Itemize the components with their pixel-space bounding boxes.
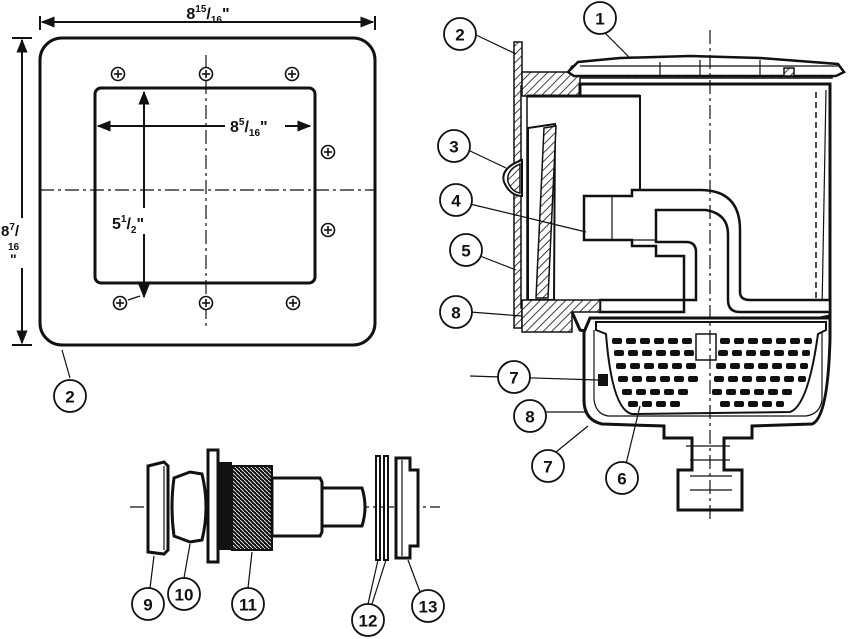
svg-text:8: 8 [451,304,460,323]
svg-text:2: 2 [455,26,464,45]
plate-width-unit: " [222,6,230,23]
callout-face-plate-section: 2 [443,17,477,51]
svg-text:1: 1 [595,10,604,29]
opening-height-whole: 5 [112,216,121,233]
opening-height-num: 1 [121,214,127,225]
opening-width-num: 5 [239,117,245,128]
opening-width-unit: " [260,119,268,136]
plate-width-whole: 8 [186,6,195,23]
opening-height-unit: " [136,216,144,233]
callout-equalizer: 4 [439,183,473,217]
callout-nut: 10 [167,577,201,611]
screw-bottom-left-icon [112,295,128,311]
opening-height-dimension: 51/2" [110,90,156,299]
callout-cap: 9 [131,587,165,621]
callout-weir: 5 [449,233,483,267]
callout-gasket-lower: 8 [513,399,547,433]
part-threaded-body [231,465,273,551]
equalizer-pipe [582,188,832,314]
plate-height-unit: " [10,251,17,267]
svg-text:12: 12 [359,612,378,631]
svg-text:4: 4 [451,192,461,211]
screw-bottom-right-icon [285,295,301,311]
callout-face-plate: 2 [53,379,87,413]
screw-right-lower-icon [320,222,336,238]
part-gasket-b [383,455,389,561]
plate-width-num: 15 [195,4,207,15]
screw-top-right-icon [284,66,300,82]
svg-text:9: 9 [143,596,152,615]
screw-right-upper-icon [320,144,336,160]
screw-bottom-center-icon [198,295,214,311]
plate-height-num: 7 [9,222,15,233]
callout-basket: 6 [605,461,639,495]
svg-text:6: 6 [617,470,626,489]
svg-text:815/16": 815/16" [186,4,229,26]
plate-height-dimension: 87/ 16 " [0,37,32,346]
svg-text:87/: 87/ [1,222,20,240]
callout-gaskets: 12 [351,603,385,637]
callout-weir-stop: 3 [437,129,471,163]
svg-text:8: 8 [525,408,534,427]
callout-lid: 1 [583,1,617,35]
svg-text:3: 3 [449,138,458,157]
plate-width-den: 16 [211,15,223,26]
part-gasket-a [375,455,381,561]
opening-width-den: 16 [249,128,261,139]
part-nut [170,470,208,544]
screw-top-left-icon [110,66,126,82]
svg-text:10: 10 [175,586,194,605]
svg-text:85/16": 85/16" [230,117,268,139]
part-cap [146,460,170,556]
svg-text:5: 5 [461,242,470,261]
face-plate-view: 815/16" 87/ 16 " 85/16" [0,4,377,413]
plate-height-den: 16 [8,242,20,253]
svg-text:11: 11 [239,596,257,615]
plate-width-dimension: 815/16" [39,4,376,30]
callout-housing: 7 [531,449,565,483]
callout-body: 11 [231,587,265,621]
svg-text:7: 7 [543,458,552,477]
face-plate-opening [93,86,317,285]
callout-basket-handle: 7 [497,360,531,394]
screw-top-center-icon [198,66,214,82]
opening-height-den: 2 [131,225,137,236]
svg-text:51/2": 51/2" [112,214,144,236]
opening-width-dimension: 85/16" [96,108,312,139]
callout-gasket-upper: 8 [439,295,473,329]
callout-lock-ring: 13 [411,589,445,623]
fitting-assembly: 9 10 11 12 13 [130,448,445,637]
part-flange [206,448,220,564]
part-lock-ring [394,456,420,560]
plate-height-whole: 8 [1,223,9,240]
skimmer-section-view: 1 2 3 4 5 7 8 [437,1,846,520]
opening-width-whole: 8 [230,119,239,136]
svg-text:2: 2 [65,388,74,407]
svg-text:7: 7 [509,369,518,388]
svg-text:13: 13 [419,598,438,617]
skimmer-basket [595,321,827,416]
